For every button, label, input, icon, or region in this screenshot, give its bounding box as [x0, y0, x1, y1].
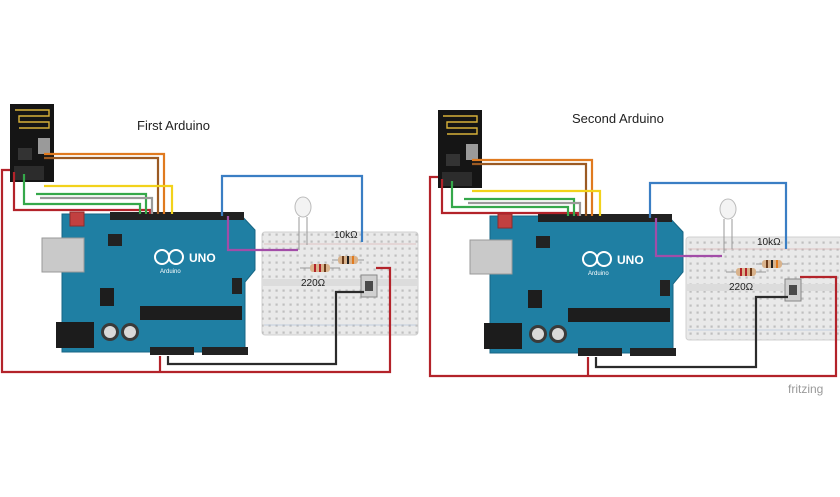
wire-mosi: [36, 192, 148, 214]
wire-csn: [44, 156, 160, 214]
resistor-10k-label: 10kΩ: [334, 230, 358, 241]
wire-power-module: [440, 179, 580, 216]
wire-module-gnd: [450, 181, 570, 216]
push-button: [784, 278, 802, 302]
wire-gnd: [166, 290, 364, 366]
resistor-220-label: 220Ω: [301, 278, 326, 289]
wire-csn: [472, 162, 588, 216]
wire-module-gnd: [22, 174, 142, 214]
wire-gnd: [594, 295, 788, 369]
wire-vcc: [428, 175, 838, 378]
board-brand-label: Arduino: [160, 269, 181, 275]
panel-title: First Arduino: [137, 118, 210, 133]
resistor-220-ohm: [300, 264, 340, 272]
fritzing-watermark: fritzing: [788, 382, 823, 396]
resistor-10k-label: 10kΩ: [757, 237, 781, 248]
panel-title: Second Arduino: [572, 111, 664, 126]
wire-ce: [472, 158, 594, 216]
wire-led-signal: [654, 218, 722, 258]
wire-mosi: [464, 197, 576, 216]
wire-vcc: [0, 168, 392, 374]
wire-ce: [44, 152, 166, 214]
push-button: [360, 274, 378, 298]
resistor-10k-ohm: [332, 256, 364, 264]
nrf24l01-module: [10, 104, 54, 182]
led: [719, 198, 737, 253]
arduino-uno-board: UNO Arduino: [41, 211, 256, 355]
board-model-label: UNO: [617, 253, 644, 267]
wire-sck: [44, 184, 174, 214]
breadboard: [685, 236, 840, 341]
wire-sck: [472, 189, 602, 216]
wires: [428, 158, 838, 378]
resistor-220-ohm: [726, 268, 766, 276]
wire-button-signal: [220, 174, 364, 242]
board-model-label: UNO: [189, 251, 216, 265]
resistor-10k-ohm: [756, 260, 788, 268]
resistor-220-label: 220Ω: [729, 282, 754, 293]
wire-miso: [40, 196, 154, 214]
wires: [0, 152, 392, 374]
panel-first-arduino: First Arduino UNO Ard: [0, 104, 419, 374]
nrf24l01-module: [438, 110, 482, 188]
breadboard: [261, 231, 419, 336]
board-brand-label: Arduino: [588, 271, 609, 277]
panel-second-arduino: Second Arduino UNO Arduino: [428, 110, 840, 378]
led: [294, 196, 312, 250]
wire-miso: [468, 201, 582, 216]
wire-button-signal: [648, 181, 788, 249]
arduino-uno-board: UNO Arduino: [469, 213, 684, 356]
wire-power-module: [12, 172, 152, 214]
wire-led-signal: [226, 216, 298, 252]
